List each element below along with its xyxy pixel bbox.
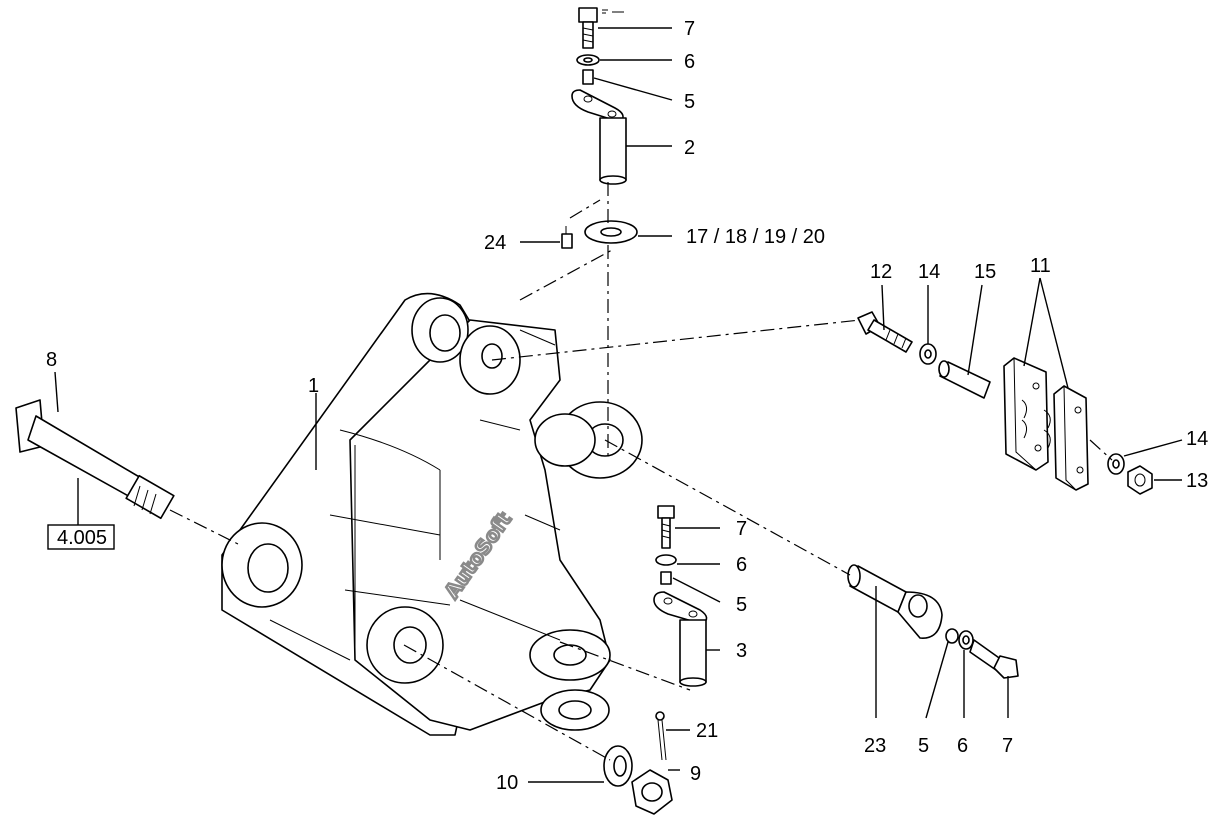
callout-11: 11	[1030, 255, 1051, 277]
callout-6-bottom: 6	[957, 735, 968, 757]
reference-box: 4.005	[47, 524, 115, 550]
callout-2: 2	[684, 137, 695, 159]
callout-14-right: 14	[1186, 428, 1208, 450]
top-pin-assembly	[561, 7, 638, 249]
callout-23: 23	[864, 735, 886, 757]
callout-17-18-19-20: 17 / 18 / 19 / 20	[686, 226, 825, 248]
callout-21: 21	[696, 720, 718, 742]
callout-13: 13	[1186, 470, 1208, 492]
clamp-assembly	[857, 311, 1153, 495]
callout-5-top: 5	[684, 91, 695, 113]
leader-lines	[54, 27, 1183, 783]
callout-10: 10	[496, 772, 518, 794]
main-bracket	[221, 292, 643, 736]
callout-12: 12	[870, 261, 892, 283]
middle-pin-assembly	[653, 505, 708, 687]
callout-5-mid: 5	[736, 594, 747, 616]
callout-5-bottom: 5	[918, 735, 929, 757]
callout-7-bottom: 7	[1002, 735, 1013, 757]
callout-6-top: 6	[684, 51, 695, 73]
right-rod-assembly	[847, 564, 1019, 679]
small-logo-icon	[602, 9, 624, 14]
center-lines	[169, 182, 1113, 761]
callout-1: 1	[308, 375, 319, 397]
left-pin	[15, 399, 175, 520]
callout-14-top: 14	[918, 261, 940, 283]
callout-7-top: 7	[684, 18, 695, 40]
bottom-fasteners	[603, 711, 673, 815]
callout-7-mid: 7	[736, 518, 747, 540]
callout-6-mid: 6	[736, 554, 747, 576]
callout-15: 15	[974, 261, 996, 283]
callout-8: 8	[46, 349, 57, 371]
callout-9: 9	[690, 763, 701, 785]
callout-24: 24	[484, 232, 506, 254]
callout-labels: 7 6 5 2 24 17 / 18 / 19 / 20 12 14 15 11…	[46, 18, 1208, 794]
callout-3: 3	[736, 640, 747, 662]
reference-box-label: 4.005	[57, 527, 107, 549]
